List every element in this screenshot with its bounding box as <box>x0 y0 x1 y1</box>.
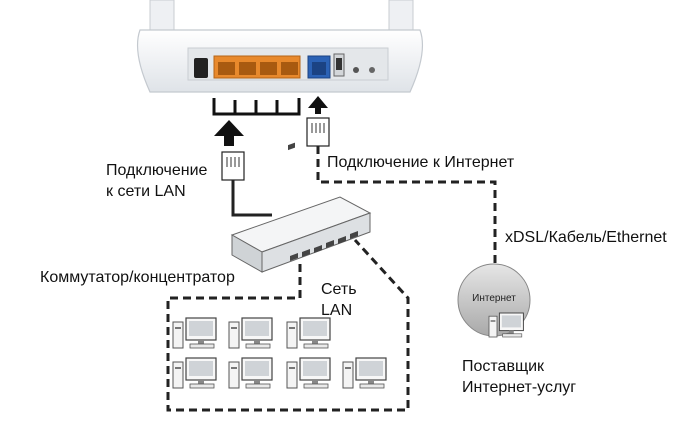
lan-label-line1: Сеть <box>321 281 357 298</box>
internet-cloud-label: Интернет <box>472 293 516 304</box>
isp-label-line2: Интернет-услуг <box>462 379 577 396</box>
power-jack <box>194 58 208 78</box>
router <box>136 0 424 93</box>
lan-label: Сеть LAN <box>321 279 357 321</box>
wan-cable <box>316 146 497 268</box>
computer-icon <box>286 317 331 349</box>
computer-icon <box>172 357 217 389</box>
lan-cable-plug <box>221 151 245 181</box>
switch-hub <box>230 142 372 273</box>
lan-port-bracket <box>212 98 301 116</box>
lan-connection-label-line1: Подключение <box>106 162 208 179</box>
internet-node: Интернет <box>457 263 531 338</box>
computer-icon <box>286 357 331 389</box>
computer-icon <box>172 317 217 349</box>
wan-type-label: xDSL/Кабель/Ethernet <box>505 229 667 246</box>
lan-cable <box>231 180 272 217</box>
lan-connection-label-line2: к сети LAN <box>106 183 186 200</box>
internet-connection-label: Подключение к Интернет <box>327 154 515 171</box>
lan-ports <box>213 55 301 79</box>
computer-icon <box>228 317 273 349</box>
wan-cable-plug <box>306 117 330 147</box>
switch-ports <box>288 142 358 261</box>
wps-button <box>353 67 359 73</box>
lan-label-line2: LAN <box>321 302 353 319</box>
lan-port-sockets <box>218 62 298 75</box>
computer-icon <box>228 357 273 389</box>
isp-label: Поставщик Интернет-услуг <box>462 356 576 398</box>
lan-network-links <box>166 238 410 412</box>
lan-connection-label: Подключение к сети LAN <box>106 160 207 202</box>
switch-label: Коммутатор/концентратор <box>40 269 235 286</box>
reset-hole <box>369 67 375 73</box>
isp-label-line1: Поставщик <box>462 358 545 375</box>
computer-icon <box>342 357 387 389</box>
lan-arrow-icon <box>214 120 244 146</box>
lan-computers <box>172 317 387 389</box>
wan-arrow-icon <box>308 96 328 114</box>
